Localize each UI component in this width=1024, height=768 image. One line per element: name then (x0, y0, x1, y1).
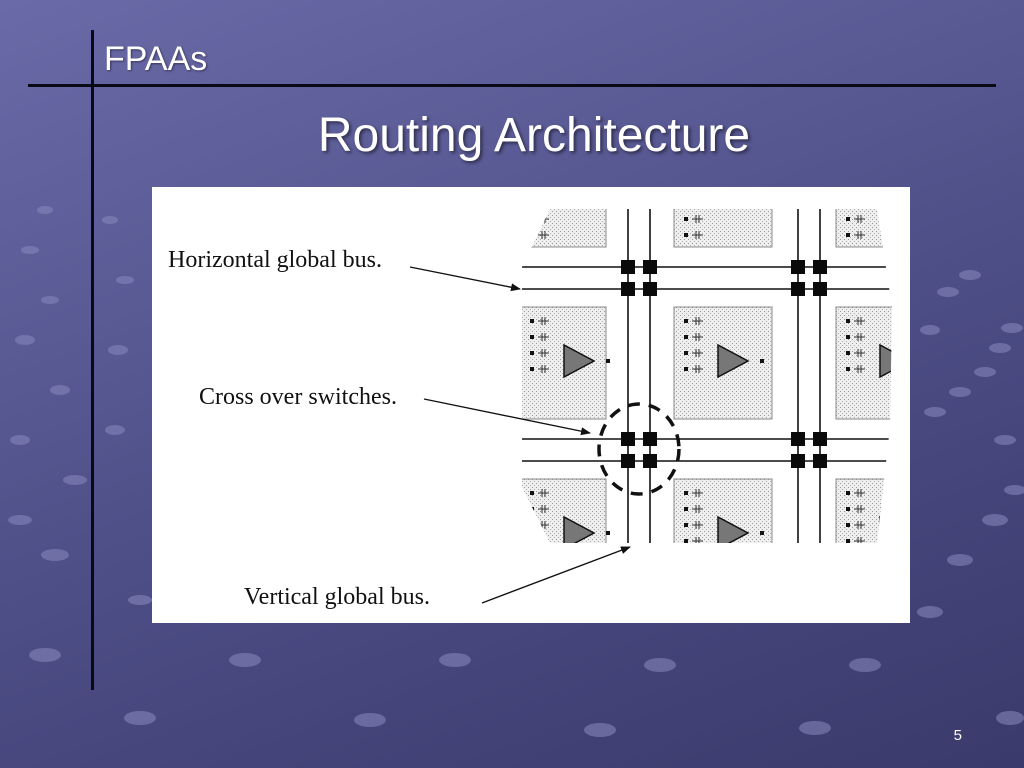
cell-terminal (684, 351, 688, 355)
crossover-switch (813, 432, 827, 446)
cell-terminal (606, 531, 610, 535)
cell-terminal (846, 367, 850, 371)
cell-terminal (530, 319, 534, 323)
opamp-symbol (879, 343, 892, 379)
cell-terminal (684, 523, 688, 527)
cell-block (835, 478, 892, 543)
cell-terminal (530, 507, 534, 511)
cell-terminal (846, 351, 850, 355)
cell-terminal (530, 491, 534, 495)
cell-block (522, 306, 607, 420)
cell-terminal (846, 335, 850, 339)
slide-title: Routing Architecture (317, 109, 751, 162)
crossover-switch (813, 260, 827, 274)
label-vertical-bus: Vertical global bus. (244, 584, 430, 610)
cell-terminal (530, 523, 534, 527)
cell-terminal (684, 217, 688, 221)
cell-terminal (684, 335, 688, 339)
label-horizontal-bus: Horizontal global bus. (168, 247, 382, 273)
switch-highlight-circle (597, 402, 681, 496)
crossover-switch (643, 454, 657, 468)
cell-terminal (530, 367, 534, 371)
label-cross-switches: Cross over switches. (199, 384, 397, 410)
horizontal-bus-arrow (409, 266, 521, 292)
cell-terminal (684, 319, 688, 323)
cell-terminal (606, 359, 610, 363)
cell-block (522, 209, 607, 248)
cell-terminal (684, 491, 688, 495)
vertical-bus-arrow (481, 546, 631, 604)
crossover-switch (643, 282, 657, 296)
opamp-symbol (879, 515, 892, 543)
crossover-switch (621, 454, 635, 468)
crossover-switch (791, 454, 805, 468)
cross-switches-arrow (423, 398, 591, 436)
cell-terminal (846, 217, 850, 221)
page-number: 5 (953, 727, 962, 744)
crossover-switch (791, 432, 805, 446)
cell-block (835, 306, 892, 420)
crossover-switch (621, 282, 635, 296)
crossover-switch (621, 432, 635, 446)
crossover-switch (643, 432, 657, 446)
cell-terminal (684, 367, 688, 371)
cell-terminal (530, 217, 534, 221)
opamp-symbol (717, 515, 750, 543)
crossover-switch (791, 260, 805, 274)
cell-terminal (530, 233, 534, 237)
cell-terminal (846, 491, 850, 495)
routing-diagram-svg (409, 209, 892, 604)
cell-terminal (530, 539, 534, 543)
cell-terminal (846, 523, 850, 527)
section-title: FPAAs (104, 40, 208, 78)
cell-terminal (846, 539, 850, 543)
cell-terminal (684, 539, 688, 543)
cell-block (835, 209, 892, 248)
cell-block (522, 478, 607, 543)
header-rule-horizontal (28, 84, 996, 87)
cell-terminal (684, 507, 688, 511)
crossover-switch (813, 454, 827, 468)
routing-diagram: Horizontal global bus. Cross over switch… (152, 187, 910, 623)
opamp-symbol (717, 343, 750, 379)
cell-terminal (530, 351, 534, 355)
header-rule-vertical (91, 30, 94, 690)
crossover-switch (621, 260, 635, 274)
opamp-symbol (563, 343, 596, 379)
cell-terminal (684, 233, 688, 237)
crossover-switch (791, 282, 805, 296)
crossover-switch (813, 282, 827, 296)
cell-terminal (846, 233, 850, 237)
opamp-symbol (563, 515, 596, 543)
cell-terminal (846, 319, 850, 323)
cell-block (673, 209, 773, 248)
crossover-switch (643, 260, 657, 274)
cell-terminal (530, 335, 534, 339)
cell-terminal (846, 507, 850, 511)
cell-terminal (760, 531, 764, 535)
cell-terminal (760, 359, 764, 363)
